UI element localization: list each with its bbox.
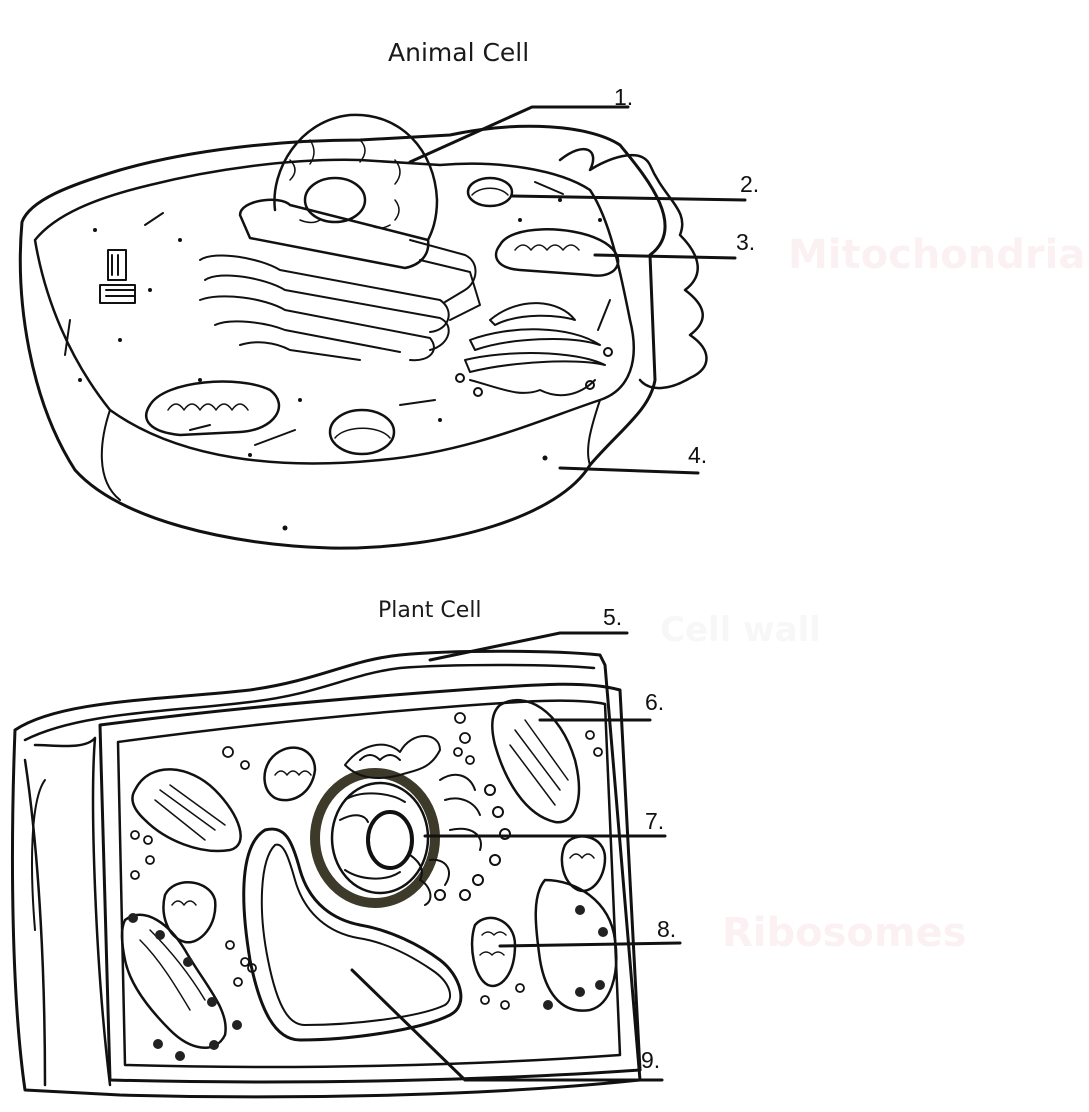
- animal-cell-membrane: [18, 124, 667, 550]
- animal-ribosome-dots: [78, 198, 602, 531]
- label-2: 2.: [740, 171, 760, 197]
- label-9: 9.: [641, 1047, 661, 1073]
- animal-centriole: [99, 249, 136, 304]
- plant-inner-membrane: [116, 699, 622, 1069]
- plant-mitochondrion-left: [162, 881, 217, 944]
- leader-line-3: [593, 253, 737, 260]
- animal-mitochondrion-right: [494, 228, 620, 277]
- animal-membrane-edge: [100, 399, 601, 501]
- plant-wall-left-face: [31, 779, 46, 931]
- leader-line-1: [408, 105, 630, 164]
- plant-chloroplast-top-right: [491, 698, 581, 824]
- plant-plasma-membrane: [98, 682, 642, 1084]
- label-6: 6.: [645, 689, 665, 715]
- label-4: 4.: [688, 442, 708, 468]
- animal-cytoplasm-top: [33, 158, 635, 465]
- plant-mitochondrion-top: [263, 746, 317, 802]
- leader-line-5: [428, 631, 629, 662]
- animal-vesicle-bottom: [328, 408, 396, 456]
- label-3: 3.: [736, 229, 756, 255]
- plant-cell: [10, 631, 682, 1099]
- plant-chloroplast-left: [131, 768, 242, 853]
- plant-wall-side: [23, 736, 112, 1087]
- animal-cytoskeleton: [64, 181, 611, 446]
- plant-leader-lines: [350, 631, 682, 1082]
- plant-mitochondrion-right: [560, 835, 607, 893]
- animal-endoplasmic-reticulum: [199, 239, 481, 362]
- animal-vesicle-top: [466, 176, 514, 208]
- animal-leader-lines: [408, 105, 747, 475]
- plant-cell-title: Plant Cell: [378, 598, 482, 623]
- plant-nucleus: [310, 768, 440, 908]
- label-1: 1.: [614, 84, 634, 110]
- plant-mitochondrion-labeled: [470, 916, 517, 988]
- plant-granum-dots: [128, 905, 608, 1061]
- faint-ribosomes-text: Ribosomes: [722, 910, 967, 956]
- faint-mitochondria-text: Mitochondria: [788, 232, 1086, 278]
- leader-line-4: [558, 466, 700, 475]
- label-7: 7.: [645, 808, 665, 834]
- label-8: 8.: [657, 916, 677, 942]
- animal-nucleus: [238, 113, 439, 270]
- animal-golgi: [455, 302, 613, 397]
- plant-endoplasmic-reticulum: [344, 735, 511, 906]
- animal-cell: [18, 105, 747, 550]
- plant-cell-wall: [10, 649, 642, 1099]
- faint-cell-wall-text: Cell wall: [660, 610, 821, 650]
- label-5: 5.: [603, 604, 623, 630]
- animal-cell-title: Animal Cell: [388, 38, 530, 67]
- plant-wall-inner: [23, 663, 596, 742]
- plant-vesicles: [130, 712, 603, 1010]
- plant-chloroplast-bottom-right: [534, 878, 618, 1012]
- leader-line-8: [498, 941, 682, 948]
- plant-central-vacuole: [242, 827, 463, 1042]
- leader-line-2: [510, 194, 747, 202]
- leader-line-9: [350, 968, 664, 1082]
- animal-mitochondrion-left: [145, 380, 281, 437]
